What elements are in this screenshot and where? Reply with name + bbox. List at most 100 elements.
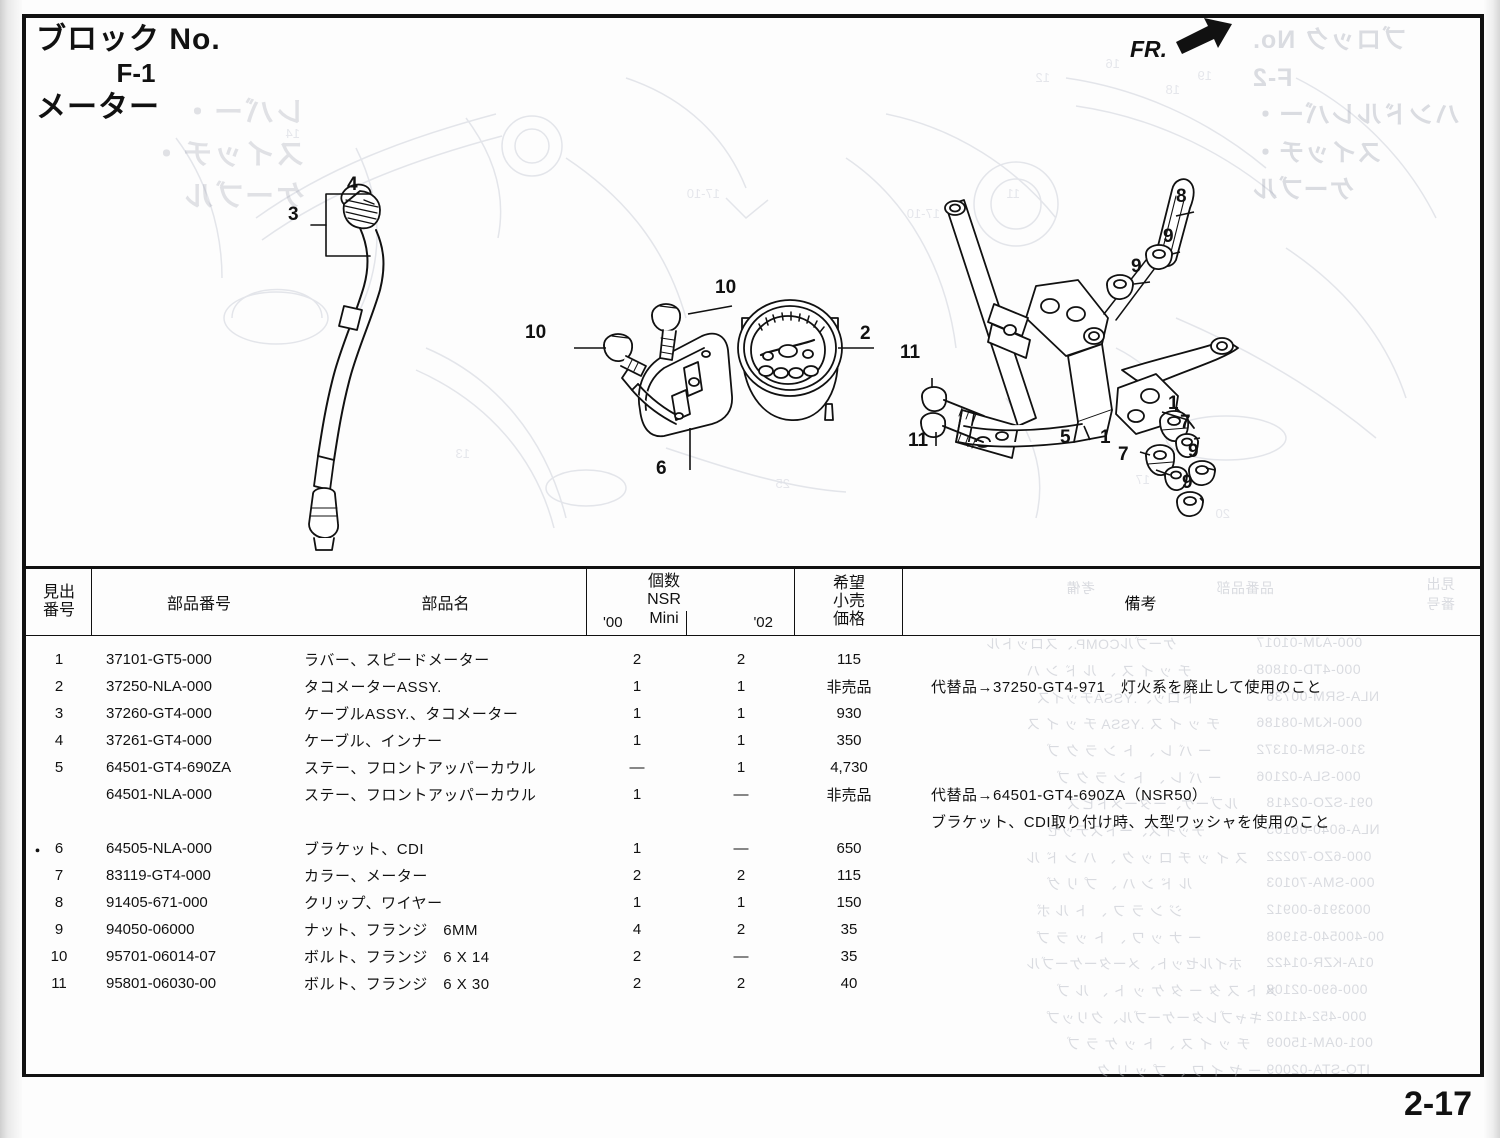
cell-part-number: 95701-06014-07: [106, 948, 217, 965]
cell-part-name: ケーブルASSY.、タコメーター: [304, 706, 519, 723]
svg-text:12: 12: [1036, 70, 1050, 85]
parts-table: 見出 番号 部品番号 部品名: [26, 569, 1480, 635]
callout-5: 5: [1060, 427, 1071, 448]
flange-bolt-6x14-upper: [651, 303, 681, 361]
svg-text:17: 17: [1136, 472, 1150, 487]
cell-index: 6・: [30, 840, 64, 860]
parts-illustration: [308, 178, 1239, 551]
cell-index: 7: [54, 867, 64, 884]
cell-index: 10: [50, 948, 68, 965]
svg-text:13: 13: [456, 446, 470, 461]
cell-part-number: 91405-671-000: [106, 894, 208, 911]
svg-text:25: 25: [776, 476, 790, 491]
fr-arrow-icon: [1176, 18, 1232, 54]
cell-qty-02: 1: [736, 894, 746, 911]
svg-text:16: 16: [1106, 56, 1120, 71]
scan-edge-right: [1484, 0, 1500, 1138]
page-border-bottom: [22, 1074, 1484, 1077]
col-header-qty-year-02: '02: [753, 614, 773, 631]
cell-qty-02: [687, 808, 795, 835]
front-direction-mark: FR.: [1130, 18, 1232, 63]
cell-index: [26, 781, 92, 808]
tachometer-gauge: [737, 299, 843, 421]
svg-text:17-10: 17-10: [907, 206, 940, 221]
callout-9-d: 9: [1182, 472, 1193, 493]
cell-qty-02: 2: [736, 867, 746, 884]
col-header-qty-group: 個数: [647, 573, 680, 590]
callout-7-b: 7: [1118, 444, 1129, 465]
cell-part-name: ボルト、フランジ 6 X 14: [304, 949, 490, 966]
callout-7-a: 7: [1180, 412, 1191, 433]
cell-price: 非売品: [826, 679, 872, 696]
col-header-price-line1: 希望: [832, 575, 865, 593]
cell-part-name: ラバー、スピードメーター: [304, 652, 490, 669]
cell-part-name: タコメーターASSY.: [304, 679, 442, 696]
cell-remarks: [903, 943, 1480, 970]
col-header-price-line3: 価格: [832, 610, 865, 628]
cell-remarks: 代替品→37250-GT4-971 灯火系を廃止して使用のこと: [931, 679, 1322, 696]
flange-bolt-6x30-lower: [920, 412, 984, 449]
flange-nut-c: [1188, 460, 1216, 486]
flange-bolt-6x30-upper: [921, 386, 985, 423]
cell-qty-00: 1: [632, 894, 642, 911]
scan-edge-left: [0, 0, 22, 1138]
col-header-index: 見出 番号: [26, 569, 92, 635]
svg-text:20: 20: [1216, 506, 1230, 521]
cell-price: 35: [840, 948, 858, 965]
cell-part-name: ボルト、フランジ 6 X 30: [304, 976, 490, 993]
cell-qty-00: 1: [632, 840, 642, 857]
cell-qty-02: ―: [733, 840, 749, 857]
table-header-rule: [26, 635, 1480, 636]
col-header-part-number-label: 部品番号: [166, 596, 231, 613]
cell-index: 8: [54, 894, 64, 911]
callout-11-upper: 11: [900, 342, 921, 363]
cell-qty-02: ―: [733, 786, 749, 803]
block-label: ブロック No.: [36, 23, 221, 56]
cell-remarks: [903, 970, 1480, 997]
cell-qty-02: 1: [736, 705, 746, 722]
cell-remarks: [903, 727, 1480, 754]
cell-remarks: [903, 754, 1480, 781]
callout-leader-lines: [574, 211, 1216, 502]
cell-part-name: クリップ、ワイヤー: [304, 895, 443, 912]
col-header-qty-00: 個数 NSR Mini '00: [587, 569, 687, 635]
col-header-price: 希望 小売 価格: [795, 569, 903, 635]
cell-qty-00: 4: [632, 921, 642, 938]
cell-remarks: ブラケット、CDI取り付け時、大型ワッシャを使用のこと: [931, 814, 1331, 831]
fr-label: FR.: [1130, 36, 1168, 62]
callout-9-a: 9: [1163, 226, 1174, 247]
cell-price: 非売品: [826, 787, 872, 804]
cell-index: 11: [51, 975, 67, 992]
cell-qty-02: 1: [736, 678, 746, 695]
cell-remarks: [903, 835, 1480, 862]
cell-remarks: [903, 700, 1480, 727]
callout-10-lower: 10: [525, 322, 547, 343]
cell-qty-02: 1: [736, 759, 746, 776]
cell-index: 3: [54, 705, 64, 722]
meter-collar-a: [1175, 433, 1199, 458]
cell-part-number: 95801-06030-00: [106, 975, 217, 992]
callout-2: 2: [860, 323, 871, 344]
cell-qty-00: 2: [632, 651, 642, 668]
cell-part-name: ナット、フランジ 6MM: [304, 922, 479, 939]
col-header-qty-year-00: '00: [603, 614, 623, 631]
cell-part-name: ステー、フロントアッパーカウル: [304, 760, 537, 777]
cell-qty-00: 1: [632, 705, 642, 722]
svg-text:11: 11: [1007, 186, 1021, 201]
cell-part-number: [92, 808, 292, 835]
cell-index: 9: [54, 921, 64, 938]
callout-10-upper: 10: [715, 277, 737, 298]
col-header-remarks-label: 備考: [1124, 596, 1157, 613]
cell-qty-00: 1: [632, 732, 642, 749]
flange-nut-d: [1176, 491, 1204, 517]
cell-part-name: ブラケット、CDI: [304, 841, 425, 858]
cell-part-name: [292, 808, 587, 835]
cell-price: 35: [840, 921, 858, 938]
cell-part-name: カラー、メーター: [304, 868, 428, 885]
